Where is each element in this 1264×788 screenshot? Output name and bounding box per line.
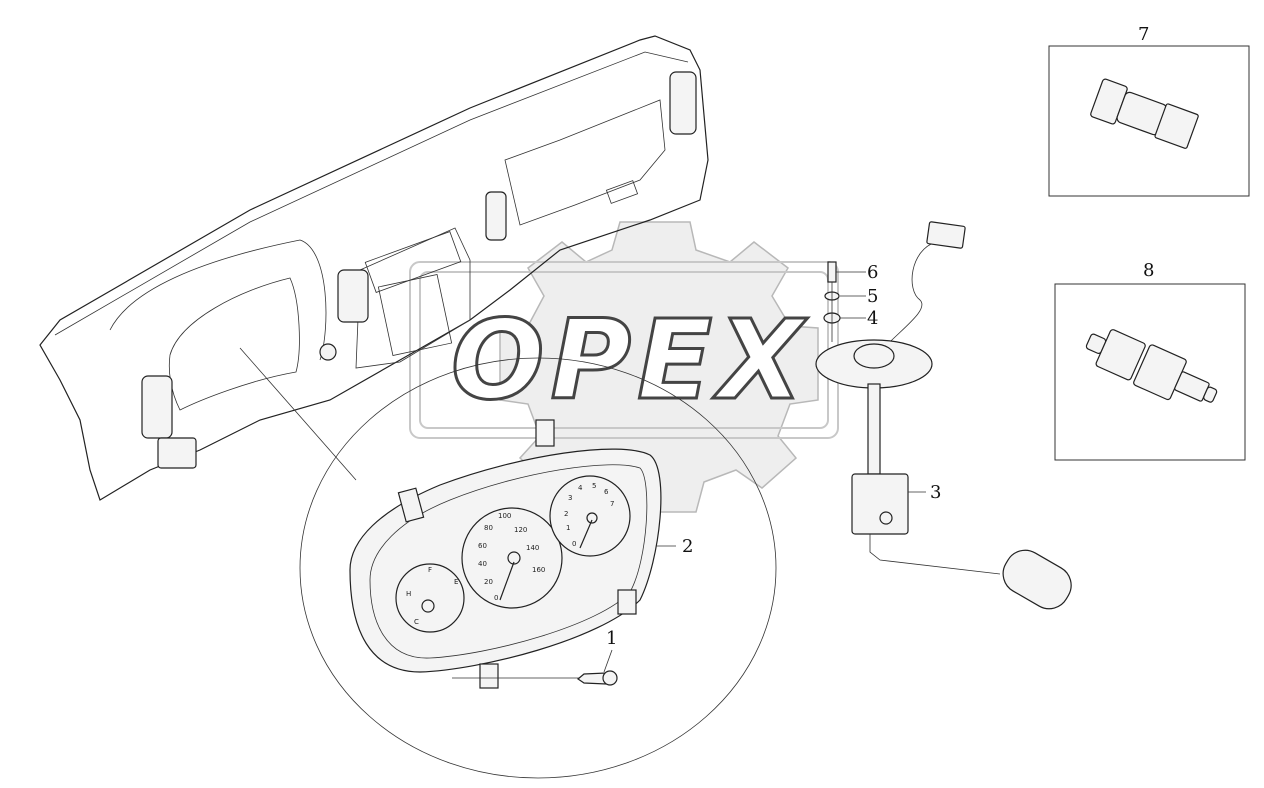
callout-label-4: 4	[867, 308, 878, 329]
callout-label-5: 5	[867, 286, 878, 307]
cluster-lens	[369, 464, 648, 659]
tachometer-needle	[579, 519, 593, 549]
fasteners-4-5-6	[823, 261, 866, 342]
tachometer-mark: 0	[572, 540, 576, 548]
sender-body-hole	[879, 511, 893, 525]
callout-label-7: 7	[1138, 24, 1149, 45]
speedometer-mark: 80	[484, 524, 493, 532]
float-arm	[869, 534, 1001, 575]
instrument-cluster: F E H C 0 20 40 60 80 100 120 140 160 0 …	[349, 419, 662, 689]
float	[1002, 549, 1072, 610]
radio-slot	[364, 231, 462, 293]
magnifier-circle	[299, 357, 777, 779]
vent-right	[669, 71, 697, 135]
speedometer: 0 20 40 60 80 100 120 140 160	[461, 507, 563, 609]
sender-body	[851, 473, 909, 535]
speedometer-face	[461, 507, 563, 609]
speedometer-mark: 120	[514, 526, 527, 534]
part-8-tip-right	[1203, 386, 1218, 403]
sensor-part-8	[1054, 283, 1246, 461]
vent-center-left	[337, 269, 369, 323]
speedometer-mark: 160	[532, 566, 545, 574]
temp-mark-c: C	[414, 618, 419, 626]
glovebox	[504, 99, 666, 226]
tachometer-face	[549, 475, 631, 557]
speedometer-mark: 100	[498, 512, 511, 520]
bolt-part-6	[827, 261, 837, 283]
tachometer-mark: 4	[578, 484, 583, 492]
speedometer-mark: 20	[484, 578, 493, 586]
callout-label-8: 8	[1143, 260, 1154, 281]
speedometer-mark: 0	[494, 594, 498, 602]
cluster-recess	[168, 277, 300, 411]
callout-label-6: 6	[867, 262, 878, 283]
screw-shank	[576, 672, 607, 685]
speedometer-mark: 140	[526, 544, 539, 552]
opex-watermark: OPEX	[409, 221, 839, 513]
sensor-part-7	[1048, 45, 1250, 197]
center-display	[377, 274, 453, 356]
callout-label-1: 1	[606, 628, 617, 649]
tachometer: 0 1 2 3 4 5 6 7	[549, 475, 631, 557]
dashboard-outline	[39, 35, 709, 501]
temp-fuel-gauge: F E H C	[395, 563, 465, 633]
temp-mark-h: H	[406, 590, 411, 598]
dashboard-top-edge	[54, 51, 689, 336]
dashboard-assembly	[39, 35, 709, 501]
callout-1-line	[603, 649, 613, 673]
dashboard-hood	[109, 239, 327, 361]
cluster-leader-line	[239, 347, 357, 481]
part-8-hex-left	[1095, 329, 1146, 381]
tachometer-mark: 2	[564, 510, 568, 518]
mount-tab-top-right	[535, 419, 555, 447]
vent-center-right	[485, 191, 507, 241]
vent-left	[141, 375, 173, 439]
mount-tab-bottom	[479, 663, 499, 689]
knob	[319, 343, 337, 361]
sender-tube	[867, 383, 881, 475]
fuel-mark-f: F	[428, 566, 432, 574]
speedometer-hub	[507, 551, 521, 565]
gear-watermark-icon	[499, 221, 819, 513]
sender-wire	[879, 241, 937, 353]
tachometer-mark: 3	[568, 494, 572, 502]
screw-part-1	[452, 649, 618, 686]
air-vents	[141, 71, 697, 439]
fuel-sender-part-3	[815, 221, 1072, 610]
small-gauge-face	[395, 563, 465, 633]
tachometer-mark: 1	[566, 524, 570, 532]
sender-cap	[853, 343, 895, 369]
mount-tab-top-left	[397, 487, 425, 523]
glovebox-handle	[605, 180, 639, 204]
tachometer-mark: 6	[604, 488, 609, 496]
speedometer-mark: 40	[478, 560, 487, 568]
switch-panel	[157, 437, 197, 469]
watermark-text: OPEX	[451, 296, 809, 424]
speedometer-needle	[499, 561, 515, 601]
center-console	[355, 227, 471, 369]
float-body	[1002, 549, 1072, 610]
mount-tab-bottom-right	[617, 589, 637, 615]
fuel-mark-e: E	[454, 578, 458, 586]
small-gauge-hub	[421, 599, 435, 613]
tachometer-hub	[586, 512, 598, 524]
callout-label-3: 3	[930, 482, 941, 503]
callout-label-2: 2	[682, 536, 693, 557]
speedometer-mark: 60	[478, 542, 487, 550]
part-7-connector	[1154, 103, 1199, 149]
tachometer-mark: 5	[592, 482, 596, 490]
tachometer-mark: 7	[610, 500, 614, 508]
screw-head	[602, 670, 618, 686]
sender-connector	[926, 221, 966, 249]
